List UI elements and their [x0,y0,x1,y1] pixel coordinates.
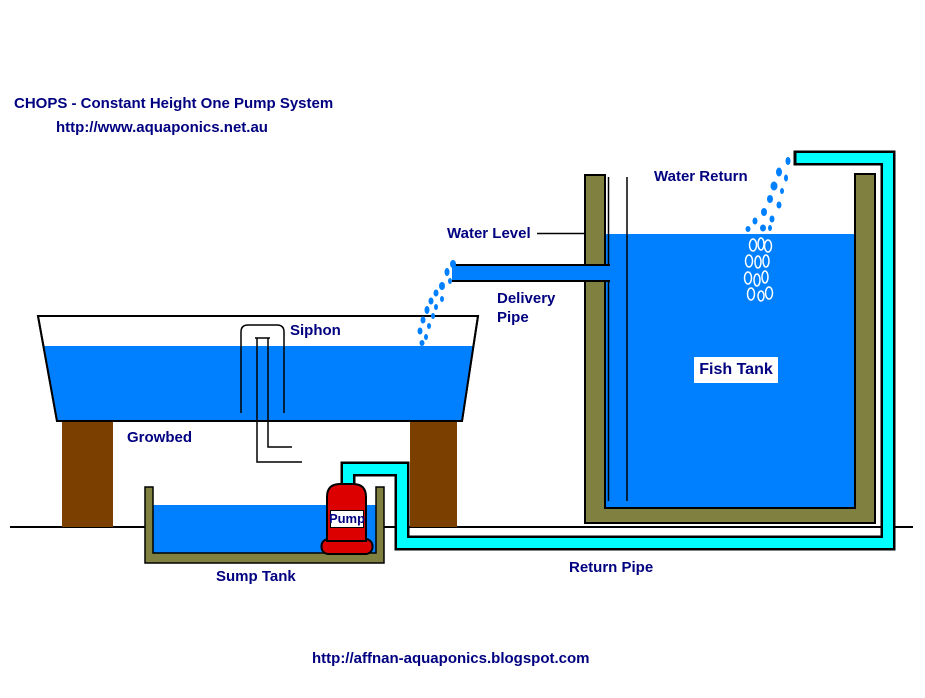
delivery-pipe-droplets [417,260,456,346]
water-return-bubbles [743,237,774,302]
fish-tank-body [584,173,876,524]
growbed-label: Growbed [127,429,193,446]
sump-tank-body [144,486,385,564]
water-level-label: Water Level [447,225,531,242]
delivery-pipe-label-line2: Pipe [497,309,529,326]
siphon-bell [240,324,285,413]
footer-blog-url: http://affnan-aquaponics.blogspot.com [312,650,590,667]
delivery-pipe-label-line1: Delivery [497,290,556,307]
growbed-outline [36,315,480,422]
growbed-leg-left [62,422,113,527]
fish-tank-label: Fish Tank [694,357,778,383]
water-return-droplets [745,157,791,232]
return-pipe [343,153,893,548]
source-url: http://www.aquaponics.net.au [56,119,268,136]
diagram-title: CHOPS - Constant Height One Pump System [14,95,334,112]
water-return-label: Water Return [654,168,748,185]
growbed-water [43,346,474,420]
return-pipe-label: Return Pipe [569,559,654,576]
siphon-label: Siphon [290,322,341,339]
growbed-leg-right [410,422,457,527]
pump-label: Pump [328,510,366,528]
return-pipe-end-cap [793,150,797,166]
siphon-standpipe [255,337,302,463]
sump-tank-label: Sump Tank [216,568,296,585]
delivery-pipe [452,266,610,280]
